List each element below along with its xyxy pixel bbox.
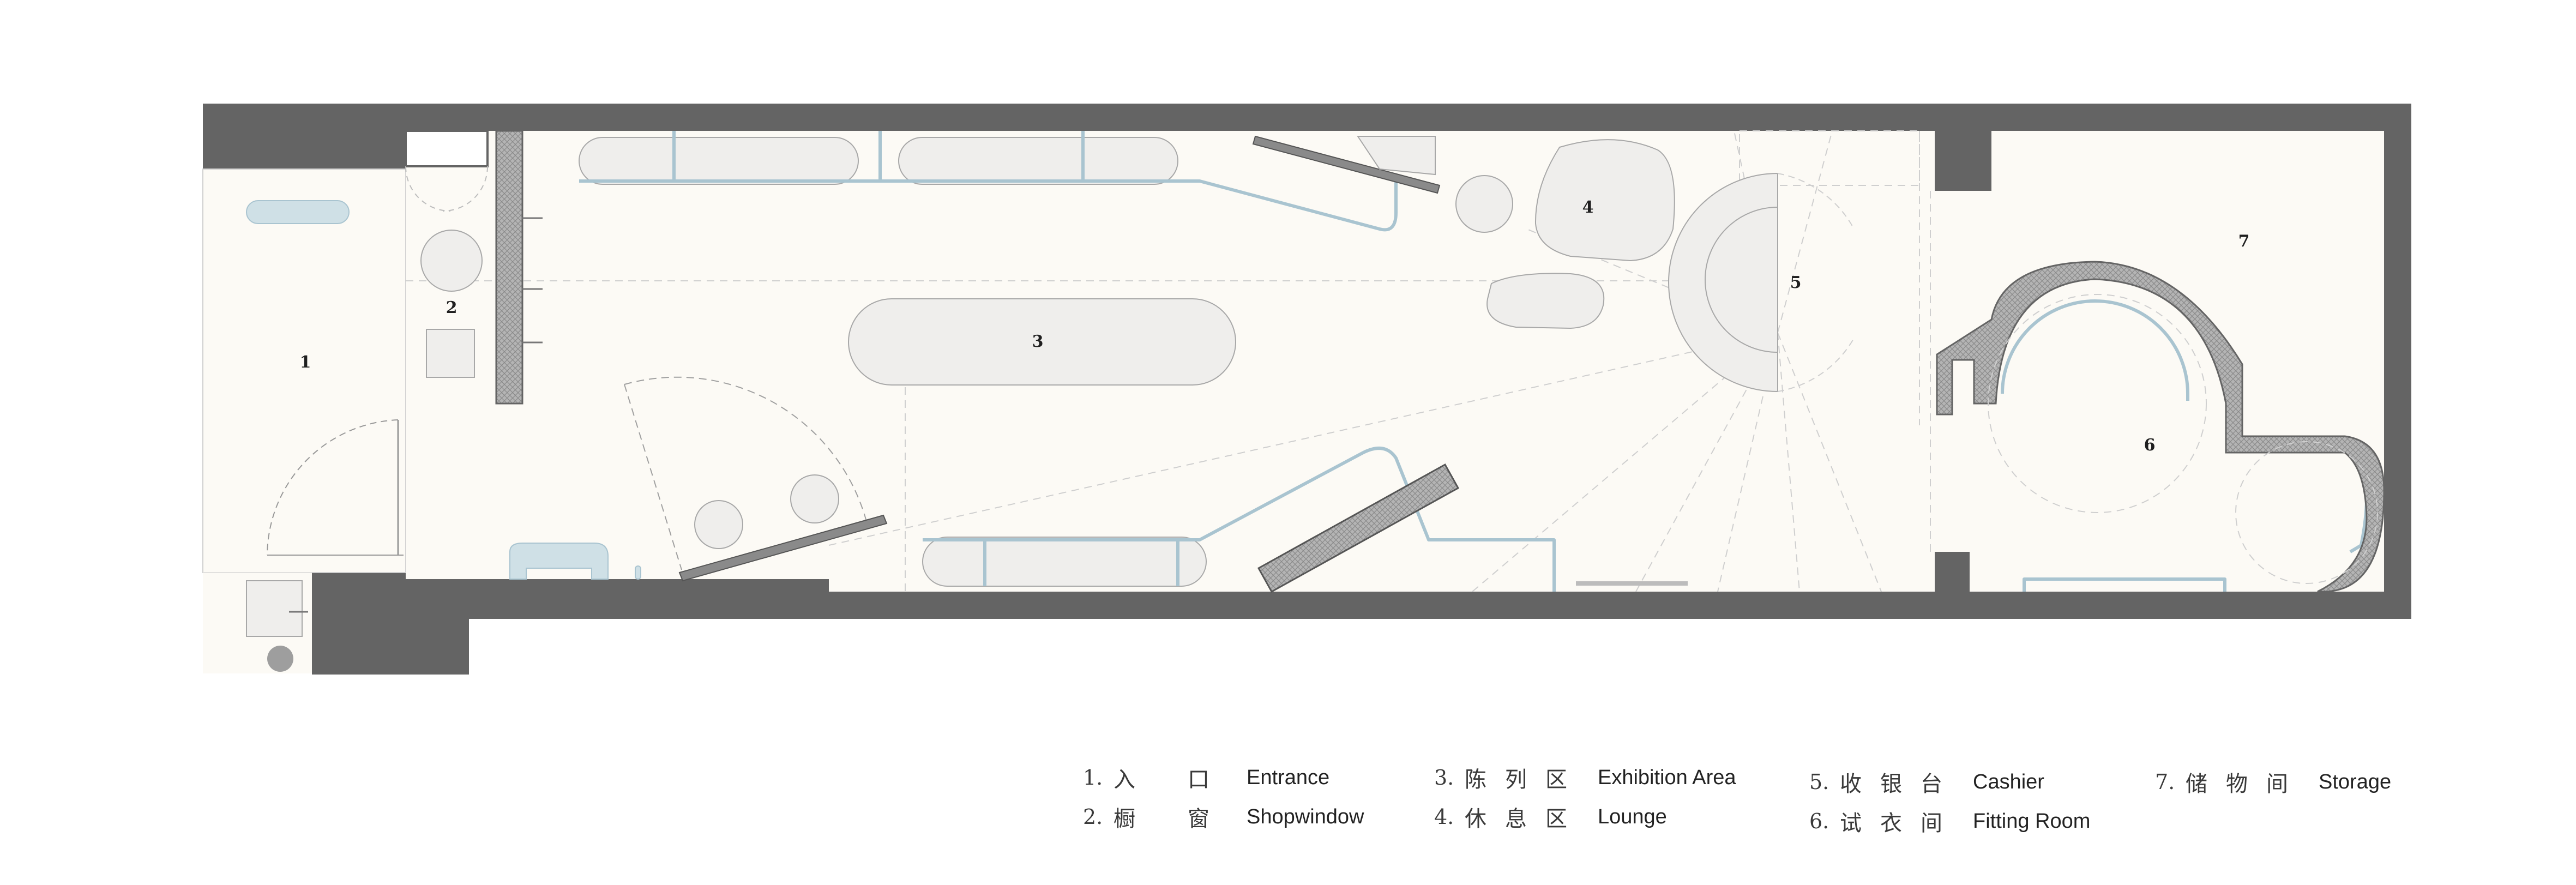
ottoman xyxy=(1486,273,1605,329)
fitting-wall-hatched xyxy=(1936,261,2385,593)
side-table xyxy=(1455,175,1513,233)
room-number-1: 1 xyxy=(300,353,311,372)
wall-top xyxy=(203,104,2411,131)
fitting-room xyxy=(1936,261,2385,593)
wall-left-top xyxy=(203,104,406,169)
display-rack-top-2 xyxy=(898,137,1178,185)
shopwindow-box xyxy=(405,130,489,167)
room-number-6: 6 xyxy=(2144,436,2156,455)
outside-box xyxy=(246,580,303,637)
entrance-area xyxy=(246,200,404,672)
slanted-panel-lower xyxy=(678,514,888,582)
rail-top xyxy=(579,179,1398,232)
partition-wall xyxy=(495,130,523,405)
central-display-table xyxy=(848,298,1236,386)
entrance-door-swing xyxy=(267,419,399,556)
wall-bottom-step xyxy=(312,592,469,675)
cashier-counter-inner xyxy=(1705,207,1778,353)
room-number-2: 2 xyxy=(446,298,458,317)
room-number-7: 7 xyxy=(2238,232,2250,251)
lounge-area xyxy=(1357,136,1675,329)
wall-bottom-mid xyxy=(406,579,829,592)
small-hook xyxy=(635,565,641,580)
wall-pillar-bottom xyxy=(1935,552,1970,595)
hatched-panel xyxy=(1257,463,1460,593)
wall-bottom xyxy=(469,592,2411,619)
rail-fitting-arc xyxy=(2001,299,2189,401)
walls xyxy=(203,104,2411,675)
entrance-floor xyxy=(202,168,406,573)
storage-floor xyxy=(1935,131,2384,592)
display-round xyxy=(420,230,483,292)
room-number-3: 3 xyxy=(1032,332,1044,351)
exhibition-area xyxy=(509,137,1236,587)
lounge-chair xyxy=(509,543,609,580)
display-rack-bottom xyxy=(922,537,1207,587)
room-number-4: 4 xyxy=(1582,198,1594,217)
cashier-area xyxy=(1668,172,1855,393)
display-rack-top-1 xyxy=(579,137,859,185)
shopwindow-area xyxy=(405,130,543,405)
slanted-panels xyxy=(1252,135,1460,593)
outside-planter xyxy=(267,646,293,672)
stool-2 xyxy=(790,474,839,523)
guide-lines xyxy=(406,130,1931,592)
slanted-panel-top xyxy=(1252,135,1441,194)
wall-pillar-top xyxy=(1935,127,1991,191)
lower-door-swing xyxy=(624,376,868,570)
cashier-counter-outer xyxy=(1668,172,1778,393)
room-number-5: 5 xyxy=(1790,273,1802,292)
rail-fitting-bottom xyxy=(2023,577,2226,592)
stool-1 xyxy=(694,500,743,549)
display-square xyxy=(426,329,475,378)
sofa xyxy=(1534,139,1675,262)
wall-right xyxy=(2384,104,2411,619)
bench xyxy=(246,200,350,224)
lounge-cushion xyxy=(1357,136,1436,176)
